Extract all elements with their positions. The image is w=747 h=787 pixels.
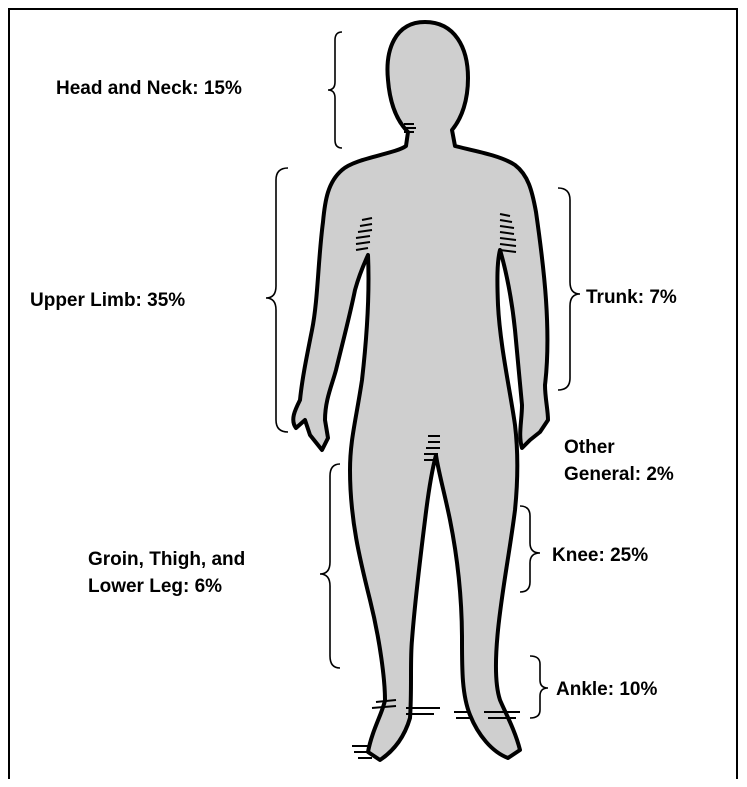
label-knee: Knee: 25% [552, 542, 648, 569]
bracket-groin-thigh-lower-leg [320, 464, 340, 668]
label-other-general: Other General: 2% [564, 434, 674, 488]
label-groin-thigh-lower-leg: Groin, Thigh, and Lower Leg: 6% [88, 546, 245, 600]
label-groin-line2: Lower Leg: 6% [88, 573, 245, 600]
bracket-upper-limb [266, 168, 288, 432]
label-other-general-line2: General: 2% [564, 461, 674, 488]
bracket-ankle [530, 656, 548, 718]
label-groin-line1: Groin, Thigh, and [88, 546, 245, 573]
label-upper-limb: Upper Limb: 35% [30, 287, 185, 314]
bracket-knee [520, 506, 540, 592]
label-trunk: Trunk: 7% [586, 284, 677, 311]
label-ankle: Ankle: 10% [556, 676, 657, 703]
bracket-head-neck [328, 32, 342, 148]
label-other-general-line1: Other [564, 434, 674, 461]
label-head-and-neck: Head and Neck: 15% [56, 75, 242, 102]
bracket-trunk [558, 188, 580, 390]
human-body-silhouette [293, 22, 548, 760]
